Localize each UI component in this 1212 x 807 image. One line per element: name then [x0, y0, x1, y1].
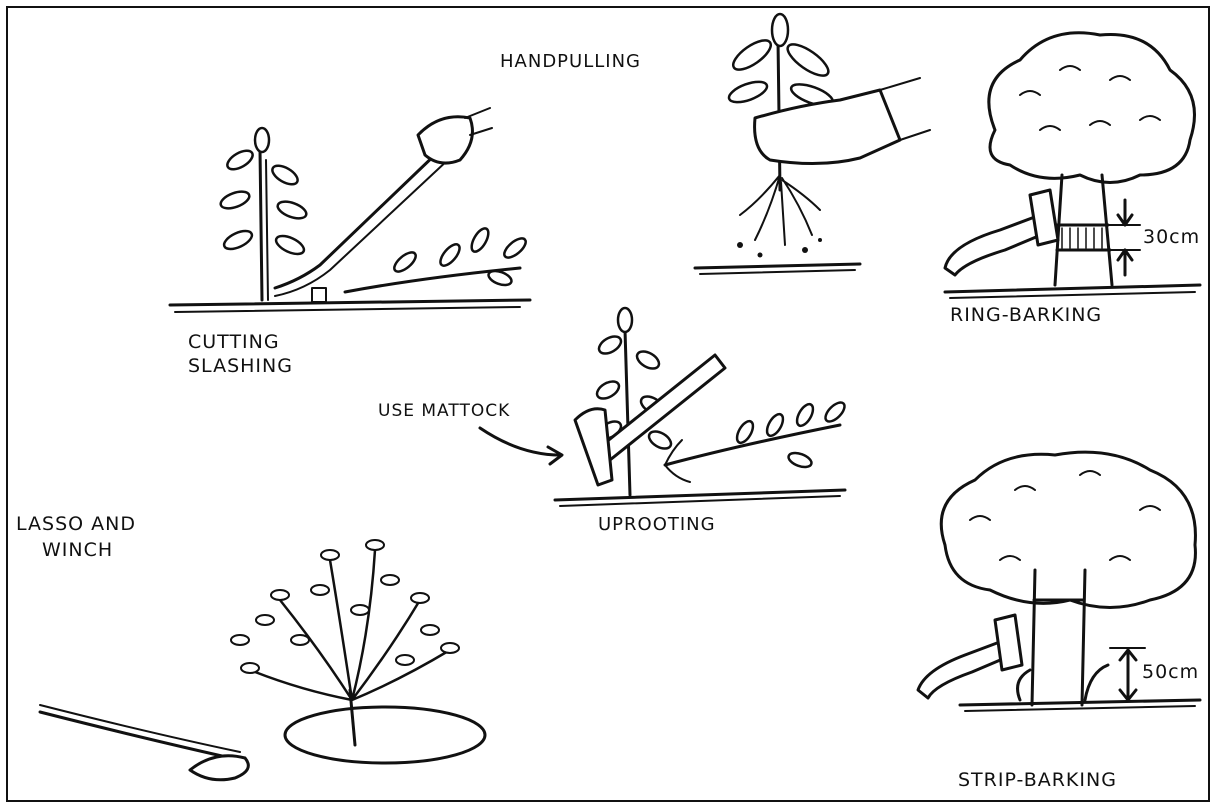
lasso-knot — [190, 756, 248, 780]
winch-cable — [40, 712, 240, 760]
axe-handle — [945, 215, 1048, 275]
sapling-leaves — [219, 128, 309, 258]
ground-shadow — [950, 292, 1195, 298]
ground-line — [170, 300, 530, 305]
hand-icon — [755, 90, 900, 164]
label-ring-measure: 30cm — [1143, 227, 1200, 249]
tree-canopy — [989, 33, 1195, 183]
label-cutting: CUTTING — [188, 332, 280, 354]
ground-line — [960, 700, 1200, 705]
label-slashing: SLASHING — [188, 356, 293, 378]
soil-crumbs — [737, 238, 822, 258]
label-use-mattock: USE MATTOCK — [378, 402, 510, 422]
label-strip-measure: 50cm — [1142, 662, 1199, 684]
cutting-slashing-illustration — [170, 108, 530, 312]
ground-shadow — [965, 706, 1195, 711]
measure-ticks — [1108, 225, 1140, 250]
label-uprooting: UPROOTING — [598, 515, 716, 536]
label-handpulling: HANDPULLING — [500, 52, 641, 73]
lasso-winch-illustration — [40, 540, 485, 780]
ground-shadow — [700, 270, 855, 274]
ground-line — [695, 264, 860, 268]
sapling-stem-outline — [266, 160, 268, 300]
label-ring-barking: RING-BARKING — [950, 305, 1102, 327]
ring-barking-illustration — [945, 33, 1200, 298]
label-winch: WINCH — [42, 540, 113, 562]
lasso-loop — [285, 707, 485, 763]
winch-cable-outline — [40, 705, 240, 752]
uprooting-illustration — [480, 308, 848, 506]
hand-icon — [418, 117, 472, 163]
tree-trunk — [1055, 175, 1112, 285]
ground-line — [555, 490, 845, 500]
cut-stump — [312, 288, 326, 302]
label-strip-barking: STRIP-BARKING — [958, 770, 1117, 792]
fallen-branch-leaves — [391, 226, 529, 288]
ground-shadow — [175, 307, 520, 312]
ring-hatching — [1062, 228, 1102, 248]
plant-leaves — [726, 14, 835, 110]
pointer-arrow — [480, 428, 560, 455]
tree-canopy — [941, 452, 1195, 607]
mattock-head — [575, 409, 612, 485]
label-lasso: LASSO AND — [16, 514, 136, 536]
handpulling-illustration — [695, 14, 930, 274]
ground-line — [945, 285, 1200, 292]
sapling-stem — [625, 330, 630, 495]
bush-branches — [250, 550, 450, 700]
sapling-stem — [260, 150, 262, 300]
